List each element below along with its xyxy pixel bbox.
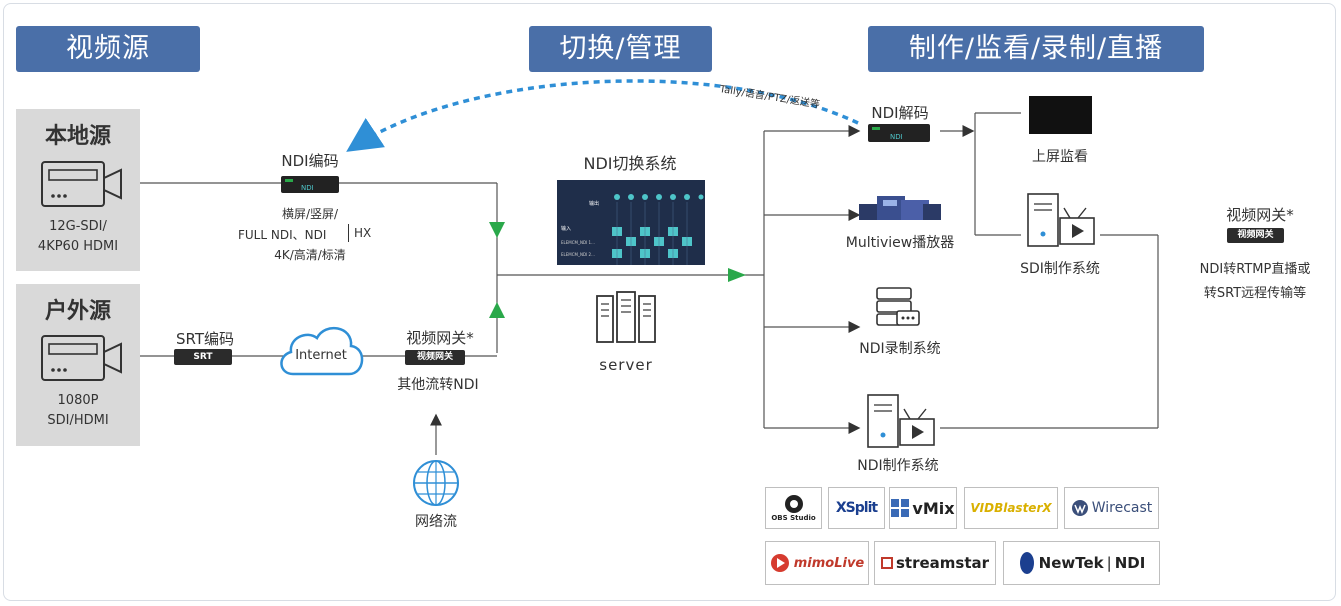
server-label: server [599, 356, 653, 374]
multiview-label: Multiview播放器 [845, 235, 955, 251]
newtek-icon [1019, 552, 1034, 574]
monitor-screen [1029, 96, 1092, 134]
camera-icon [41, 335, 122, 381]
production-station-icon [867, 394, 935, 448]
internet-label: Internet [295, 348, 347, 363]
wirecast-icon [1071, 500, 1088, 516]
ndi-encoder-desc-3: HX [354, 226, 372, 240]
local-source-title: 本地源 [44, 124, 111, 149]
local-source-spec-2: 4KP60 HDMI [37, 239, 119, 254]
ndi-encoder-desc-4: 4K/高清/标清 [274, 248, 346, 262]
header-switching: 切换/管理 [529, 26, 712, 72]
outdoor-source-spec-2: SDI/HDMI [47, 413, 109, 428]
logo-vidblasterx: VIDBlasterX [964, 487, 1058, 529]
ndi-decode-title: NDI解码 [871, 104, 929, 122]
mimolive-icon [770, 554, 789, 572]
record-label: NDI录制系统 [859, 341, 941, 357]
header-production: 制作/监看/录制/直播 [868, 26, 1204, 72]
divider [348, 224, 349, 242]
outdoor-source-box [16, 284, 140, 446]
gateway-out-desc-1: NDI转RTMP直播或 [1199, 262, 1311, 277]
switching-panel: 输出 输入 ELEMCM_NDI 1... ELEMCM_NDI 2... [557, 180, 705, 265]
logo-mimolive: mimoLive [765, 541, 869, 585]
outdoor-source-spec-1: 1080P [57, 393, 99, 408]
gateway-out-device: 视频网关 [1227, 228, 1284, 243]
network-stream-label: 网络流 [415, 514, 457, 530]
gateway-device: 视频网关 [405, 350, 465, 365]
ndi-encoder-device: NDI [281, 176, 339, 193]
ndi-encoder-desc-1: 横屏/竖屏/ [281, 207, 339, 221]
logo-vmix: vMix [889, 487, 957, 529]
streamstar-icon [880, 557, 893, 569]
multiview-screens [859, 196, 941, 220]
srt-encoder-device: SRT [174, 349, 232, 365]
switch-grid [612, 194, 704, 265]
gateway-out-title: 视频网关* [1226, 206, 1294, 224]
globe-icon [413, 460, 459, 506]
logo-streamstar: streamstar [874, 541, 996, 585]
ndi-encoder-desc-2: FULL NDI、NDI [238, 228, 327, 242]
ndi-production-label: NDI制作系统 [857, 458, 939, 474]
srt-encoder-title: SRT编码 [175, 330, 234, 348]
local-source-spec-1: 12G-SDI/ [49, 219, 107, 234]
logo-newtek-ndi: NewTek | NDI [1003, 541, 1160, 585]
logo-xsplit: XSplit [828, 487, 885, 529]
panel-row-label: ELEMCM_NDI 1... [561, 240, 595, 245]
cloud-icon [280, 326, 364, 376]
logo-wirecast: Wirecast [1064, 487, 1159, 529]
gateway-title: 视频网关* [406, 329, 474, 347]
switching-title: NDI切换系统 [583, 154, 677, 173]
production-station-icon [1027, 193, 1095, 247]
header-video-source: 视频源 [16, 26, 200, 72]
ndi-encoder-title: NDI编码 [281, 152, 339, 170]
ndi-encoder-chip: NDI [301, 184, 314, 192]
outer-frame [3, 3, 1336, 601]
logo-obs-studio: OBS Studio [765, 487, 822, 529]
vmix-icon [891, 499, 910, 517]
local-source-box [16, 109, 140, 271]
server-icon [596, 291, 656, 343]
monitor-label: 上屏监看 [1032, 149, 1088, 165]
panel-row-label: ELEMCM_NDI 2... [561, 252, 595, 257]
ndi-decode-chip: NDI [890, 133, 903, 141]
sdi-production-label: SDI制作系统 [1020, 261, 1100, 277]
panel-input-label: 输入 [561, 226, 572, 232]
ndi-decode-device: NDI [868, 124, 930, 142]
gateway-out-desc-2: 转SRT远程传输等 [1203, 286, 1307, 301]
outdoor-source-title: 户外源 [44, 299, 111, 324]
panel-output-label: 输出 [589, 201, 600, 207]
gateway-desc: 其他流转NDI [397, 377, 479, 393]
camera-icon [41, 161, 122, 207]
obs-icon [784, 495, 803, 513]
storage-icon [876, 287, 920, 326]
